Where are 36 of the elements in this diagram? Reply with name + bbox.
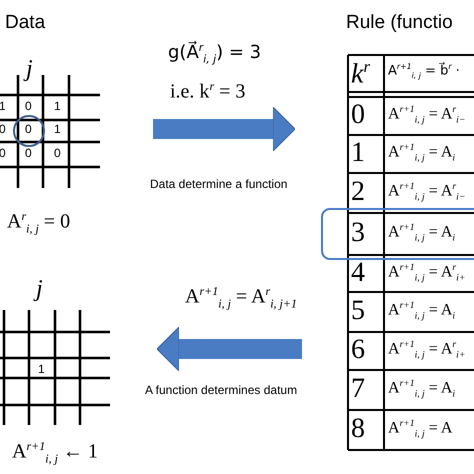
table-index: 2 [351,177,365,208]
table-index: 7 [351,374,365,405]
grid-value: 0 [25,147,32,160]
formula: i.e. k$^{r}$ = 3 [170,80,246,103]
table-formula: A$^{r+1}$$_{i, j}$ = A$_{i}$ [388,223,456,244]
edge-label: Data determine a function [150,178,288,192]
table-index: 0 [351,100,365,131]
edge-label: A function determines datum [145,384,298,398]
table-index: 1 [351,138,365,169]
table-formula: A$^{r+1}$$_{i, j}$ = A$_{i}$ [388,301,456,322]
table-formula: A$^{r+1}$$_{i, j}$ = A [388,419,452,440]
table-formula: A$^{r+1}$$_{i, j}$ = A$_{i}$ [388,143,456,164]
formula: A$^{r}$$_{i, j}$ = 0 [7,210,70,236]
formula: g(A⃗$^{r}$$_{i, j}$) = 3 [168,42,262,66]
table-formula: A$^{r+1}$$_{i, j}$ = A$_{i}$ [388,379,456,400]
table-index: 3 [351,218,365,249]
panel-title: Rule (functio [346,13,453,34]
table-index: 8 [351,414,365,445]
grid-value: 1 [54,100,61,114]
table-index: 4 [351,258,365,288]
panel-title: Data [5,13,46,34]
formula: A$^{r+1}$$_{i, j}$ ← 1 [12,440,98,466]
grid-value: 0 [25,100,32,114]
grid-value: 0 [25,123,32,136]
block-arrow [156,326,302,372]
grid-value: 1 [54,123,61,136]
grid-value: 1 [0,100,6,114]
axis-label: j [26,56,33,82]
table-formula: A$^{r+1}$$_{i, j}$ = b⃗$^{r}$ · [388,62,460,80]
table-index: k$^{r}$ [351,58,370,90]
table-index: 5 [351,296,365,327]
grid-value: 1 [38,363,45,376]
grid-value: 0 [54,147,61,160]
table-index: 6 [351,335,365,366]
axis-label: j [36,276,43,302]
block-arrow [153,106,296,152]
